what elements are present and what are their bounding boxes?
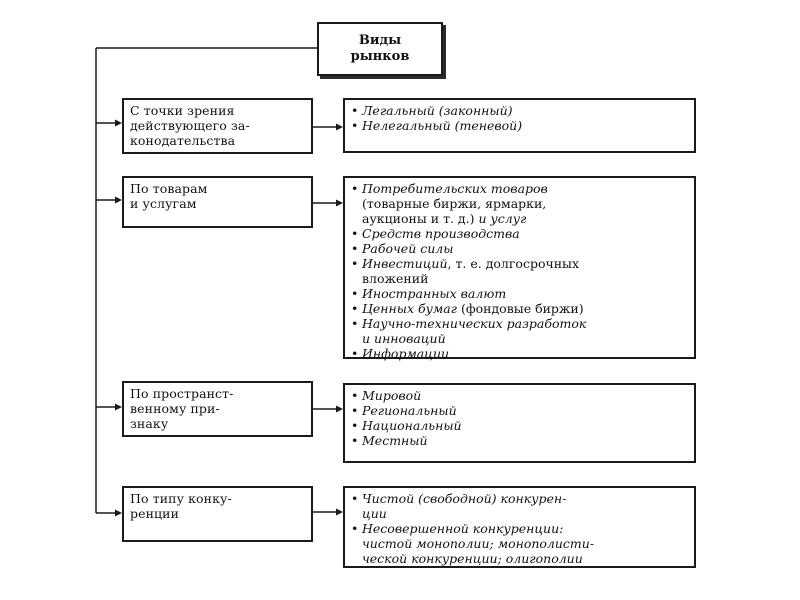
list-item-text-part: Научно-технических разработок и инноваци… (362, 316, 587, 346)
list-item: •Научно-технических разработок и инновац… (351, 316, 688, 346)
root-node-label: Виды рынков (350, 32, 410, 64)
list-item-text-part: Рабочей силы (362, 241, 454, 256)
list-item: •Легальный (законный) (351, 103, 688, 118)
list-item-text-part: (товарные биржи, ярмарки, аукционы и т. … (362, 196, 547, 226)
list-item: •Ценных бумаг (фондовые биржи) (351, 301, 688, 316)
list-item-text: Средств производства (362, 226, 520, 241)
list-item-text: Рабочей силы (362, 241, 453, 256)
branch-arrow-2 (115, 196, 122, 204)
list-item-text-part: , т. е. долгосрочных вложений (362, 256, 580, 286)
list-item: •Потребительских товаров (товарные биржи… (351, 181, 688, 226)
bullet-icon: • (351, 241, 359, 256)
link-arrow-3 (336, 405, 343, 413)
bullet-icon: • (351, 118, 359, 133)
bullet-icon: • (351, 433, 359, 448)
bullet-icon: • (351, 346, 359, 361)
list-item-text: Национальный (362, 418, 462, 433)
bullet-icon: • (351, 316, 359, 331)
list-item-text-part: Инвестиций (362, 256, 448, 271)
list-item-text-part: Легальный (законный) (362, 103, 513, 118)
list-item-text: Ценных бумаг (фондовые биржи) (362, 301, 584, 316)
link-arrow-2 (336, 199, 343, 207)
bullet-icon: • (351, 226, 359, 241)
bullet-icon: • (351, 181, 359, 196)
list-item: •Средств производства (351, 226, 688, 241)
bullet-icon: • (351, 388, 359, 403)
category-box-goods-services: По товарам и услугам (122, 176, 313, 228)
bullet-icon: • (351, 286, 359, 301)
list-item-text: Местный (362, 433, 428, 448)
list-item-text-part: Несовершенной конкуренции: чистой монопо… (362, 521, 595, 566)
link-arrow-1 (336, 123, 343, 131)
list-item-text-part: Мировой (362, 388, 422, 403)
list-item: •Региональный (351, 403, 688, 418)
list-item-text-part: Местный (362, 433, 428, 448)
list-item: •Национальный (351, 418, 688, 433)
list-box-competition: •Чистой (свободной) конкурен- ции•Несове… (343, 486, 696, 568)
bullet-icon: • (351, 103, 359, 118)
list-item: •Инвестиций, т. е. долгосрочных вложений (351, 256, 688, 286)
list-item-text-part: Потребительских товаров (362, 181, 548, 196)
list-item-text: Нелегальный (теневой) (362, 118, 522, 133)
list-item-text-part: и услуг (478, 211, 527, 226)
root-node-market-types: Виды рынков (317, 22, 443, 76)
bullet-icon: • (351, 403, 359, 418)
list-item-text-part: (фондовые биржи) (460, 301, 584, 316)
list-box-legislation: •Легальный (законный)•Нелегальный (тенев… (343, 98, 696, 153)
bullet-icon: • (351, 301, 359, 316)
list-item-text: Инвестиций, т. е. долгосрочных вложений (362, 256, 579, 286)
list-item-text-part: Нелегальный (теневой) (362, 118, 523, 133)
list-item-text-part: Чистой (свободной) конкурен- ции (362, 491, 567, 521)
list-item-text: Мировой (362, 388, 421, 403)
category-box-spatial: По пространст- венному при- знаку (122, 381, 313, 437)
list-item: •Нелегальный (теневой) (351, 118, 688, 133)
list-item-text-part: Национальный (362, 418, 462, 433)
category-box-legislation: С точки зрения действующего за- конодате… (122, 98, 313, 154)
list-item: •Мировой (351, 388, 688, 403)
list-item: •Иностранных валют (351, 286, 688, 301)
list-box-goods-services: •Потребительских товаров (товарные биржи… (343, 176, 696, 361)
branch-arrow-1 (115, 119, 122, 127)
list-item-text-part: Информации (362, 346, 450, 361)
bullet-icon: • (351, 418, 359, 433)
list-item: •Местный (351, 433, 688, 448)
list-item-text: Региональный (362, 403, 457, 418)
list-item: •Информации (351, 346, 688, 361)
link-arrow-4 (336, 508, 343, 516)
list-item: •Чистой (свободной) конкурен- ции (351, 491, 688, 521)
category-box-competition: По типу конку- ренции (122, 486, 313, 542)
list-item-text-part: Средств производства (362, 226, 520, 241)
list-item-text: Научно-технических разработок и инноваци… (362, 316, 586, 346)
list-item-text-part: Иностранных валют (362, 286, 507, 301)
list-item-text: Легальный (законный) (362, 103, 513, 118)
branch-arrow-4 (115, 509, 122, 517)
branch-arrow-3 (115, 403, 122, 411)
bullet-icon: • (351, 491, 359, 506)
list-item-text-part: Ценных бумаг (362, 301, 461, 316)
list-item: •Рабочей силы (351, 241, 688, 256)
list-item-text: Несовершенной конкуренции: чистой монопо… (362, 521, 594, 566)
list-item-text: Потребительских товаров (товарные биржи,… (362, 181, 548, 226)
bullet-icon: • (351, 521, 359, 536)
list-item-text-part: Региональный (362, 403, 457, 418)
list-item: •Несовершенной конкуренции: чистой моноп… (351, 521, 688, 566)
list-item-text: Иностранных валют (362, 286, 506, 301)
list-item-text: Информации (362, 346, 449, 361)
list-item-text: Чистой (свободной) конкурен- ции (362, 491, 566, 521)
bullet-icon: • (351, 256, 359, 271)
list-box-spatial: •Мировой•Региональный•Национальный•Местн… (343, 383, 696, 463)
